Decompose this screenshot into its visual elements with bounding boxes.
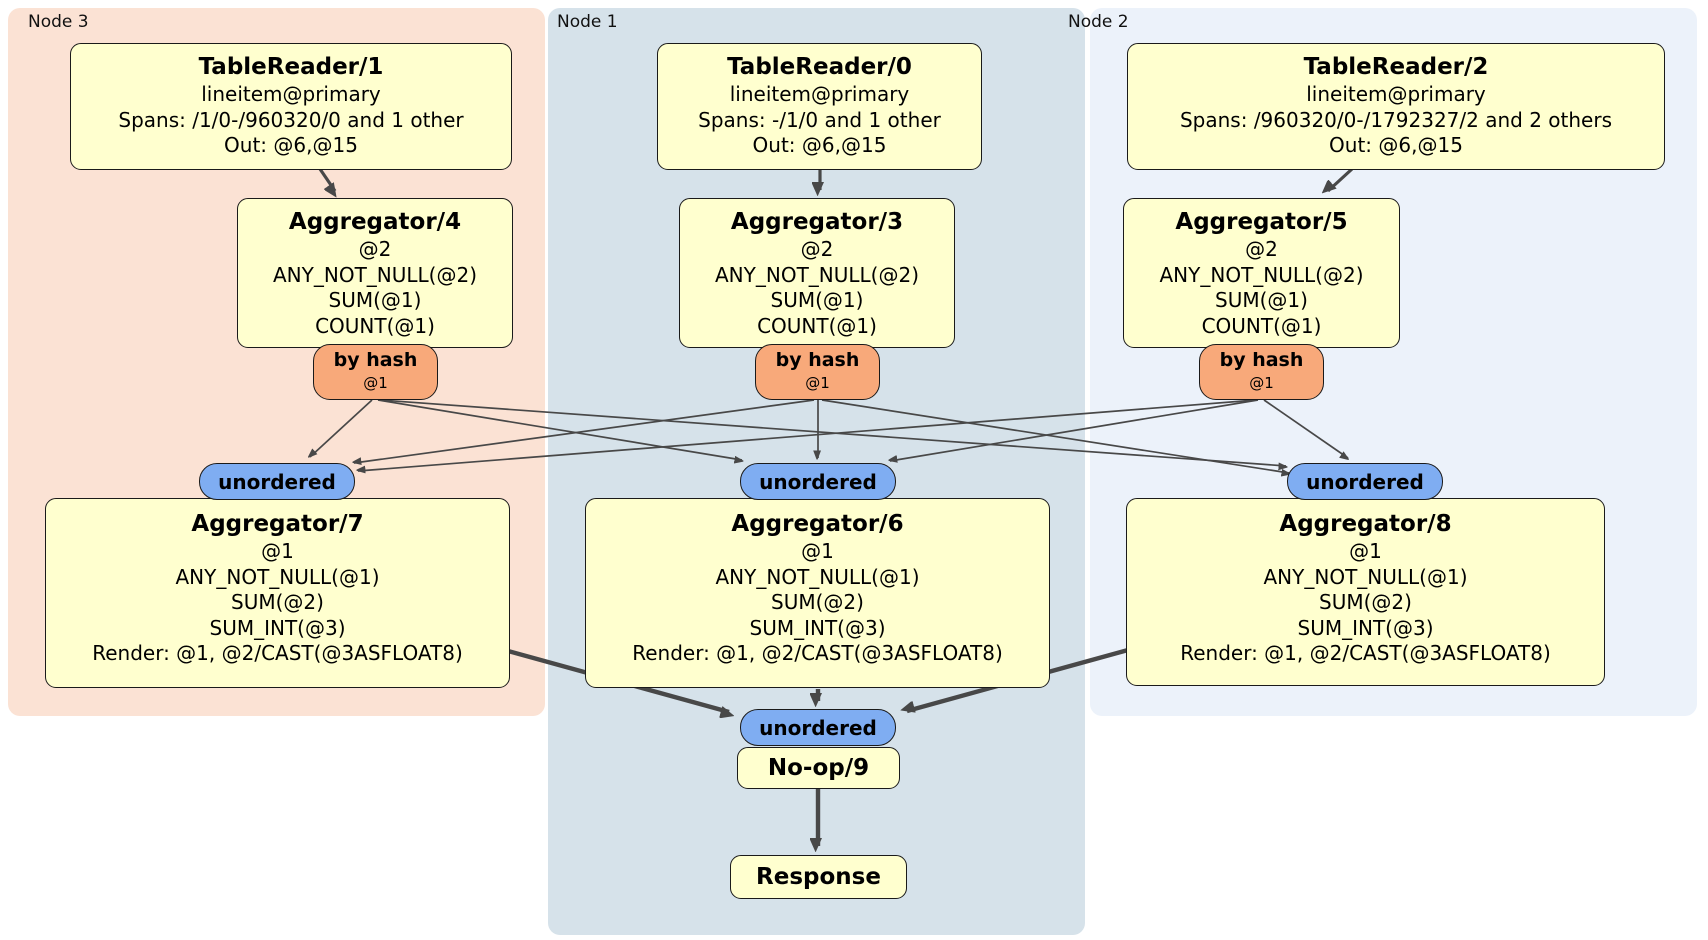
processor-title: Aggregator/3 [730,209,904,235]
processor-line: COUNT(@1) [1201,313,1322,338]
unordered-sync-node1: unordered [740,463,896,500]
aggregator-6-box: Aggregator/6 @1 ANY_NOT_NULL(@1) SUM(@2)… [585,498,1050,688]
processor-line: @1 [801,539,834,563]
processor-line: SUM_INT(@3) [749,615,886,640]
response-box: Response [730,855,907,899]
processor-title: TableReader/0 [727,54,912,80]
unordered-sync-node2: unordered [1287,463,1443,500]
processor-line: @1 [1349,539,1382,563]
processor-line: ANY_NOT_NULL(@1) [175,564,380,589]
aggregator-3-box: Aggregator/3 @2 ANY_NOT_NULL(@2) SUM(@1)… [679,198,955,348]
processor-line: ANY_NOT_NULL(@2) [1159,262,1364,287]
aggregator-8-box: Aggregator/8 @1 ANY_NOT_NULL(@1) SUM(@2)… [1126,498,1605,686]
router-label: by hash [1219,349,1304,371]
edge-byhash4-sync6 [377,399,742,460]
sync-label: unordered [759,715,877,740]
router-label: by hash [333,349,418,371]
processor-line: Render: @1, @2/CAST(@3ASFLOAT8) [632,641,1003,665]
processor-line: lineitem@primary [201,82,381,106]
node2-panel-label: Node 2 [1068,12,1129,32]
processor-line: Render: @1, @2/CAST(@3ASFLOAT8) [1180,641,1551,665]
edge-byhash3-sync8 [821,399,1289,473]
by-hash-router-node3: by hash @1 [313,344,438,400]
edge-byhash4-sync7 [310,399,373,457]
aggregator-4-box: Aggregator/4 @2 ANY_NOT_NULL(@2) SUM(@1)… [237,198,513,348]
by-hash-router-node1: by hash @1 [755,344,880,400]
router-detail: @1 [363,374,388,392]
unordered-sync-final: unordered [740,709,896,746]
processor-title: Aggregator/6 [731,511,904,537]
tablereader-0-box: TableReader/0 lineitem@primary Spans: -/… [657,43,982,170]
sync-label: unordered [1306,469,1424,494]
processor-line: @2 [1245,237,1278,261]
processor-line: COUNT(@1) [315,313,435,338]
processor-line: ANY_NOT_NULL(@1) [715,564,920,589]
processor-line: Spans: /1/0-/960320/0 and 1 other [118,107,464,132]
by-hash-router-node2: by hash @1 [1199,344,1324,400]
sync-label: unordered [218,469,336,494]
router-detail: @1 [805,374,830,392]
processor-title: Aggregator/7 [191,511,364,537]
processor-line: @1 [261,539,294,563]
edge-byhash3-sync7 [354,399,815,463]
edge-byhash5-sync8 [1263,399,1348,458]
processor-line: Out: @6,@15 [1329,133,1463,157]
aggregator-5-box: Aggregator/5 @2 ANY_NOT_NULL(@2) SUM(@1)… [1123,198,1400,348]
processor-title: Response [756,864,881,890]
processor-line: Render: @1, @2/CAST(@3ASFLOAT8) [92,641,463,665]
noop-9-box: No-op/9 [737,747,900,789]
processor-title: TableReader/2 [1303,54,1489,80]
tablereader-2-box: TableReader/2 lineitem@primary Spans: /9… [1127,43,1665,170]
node1-panel-label: Node 1 [557,12,618,32]
processor-line: SUM(@1) [770,288,864,312]
node3-panel-label: Node 3 [28,12,89,32]
processor-line: Spans: -/1/0 and 1 other [698,107,941,132]
processor-line: lineitem@primary [729,82,910,106]
processor-line: COUNT(@1) [757,313,877,338]
router-detail: @1 [1249,374,1274,392]
processor-line: SUM(@2) [771,590,864,614]
processor-title: No-op/9 [767,755,870,781]
sync-label: unordered [759,469,877,494]
processor-line: SUM(@2) [231,590,324,614]
processor-line: @2 [358,237,392,261]
edge-byhash5-sync7 [358,399,1257,471]
unordered-sync-node3: unordered [199,463,355,500]
edge-byhash5-sync6 [890,399,1259,461]
processor-title: Aggregator/5 [1175,209,1348,235]
processor-line: Out: @6,@15 [752,133,887,157]
aggregator-7-box: Aggregator/7 @1 ANY_NOT_NULL(@1) SUM(@2)… [45,498,510,688]
tablereader-1-box: TableReader/1 lineitem@primary Spans: /1… [70,43,512,170]
processor-line: lineitem@primary [1306,82,1486,106]
processor-line: SUM(@1) [1215,288,1308,312]
processor-line: Out: @6,@15 [224,133,358,157]
router-label: by hash [775,349,860,371]
edge-tr2-agg5 [1328,167,1354,191]
processor-line: SUM_INT(@3) [1297,615,1434,640]
processor-line: SUM_INT(@3) [209,615,346,640]
processor-title: Aggregator/4 [288,209,462,235]
processor-line: ANY_NOT_NULL(@2) [715,262,919,287]
edge-tr1-agg4 [318,168,335,191]
processor-line: SUM(@2) [1319,590,1412,614]
processor-line: Spans: /960320/0-/1792327/2 and 2 others [1179,107,1612,132]
processor-title: Aggregator/8 [1279,511,1452,537]
processor-line: SUM(@1) [328,288,422,312]
processor-line: ANY_NOT_NULL(@1) [1263,564,1468,589]
processor-line: ANY_NOT_NULL(@2) [273,262,477,287]
processor-title: TableReader/1 [198,54,384,80]
processor-line: @2 [800,237,834,261]
